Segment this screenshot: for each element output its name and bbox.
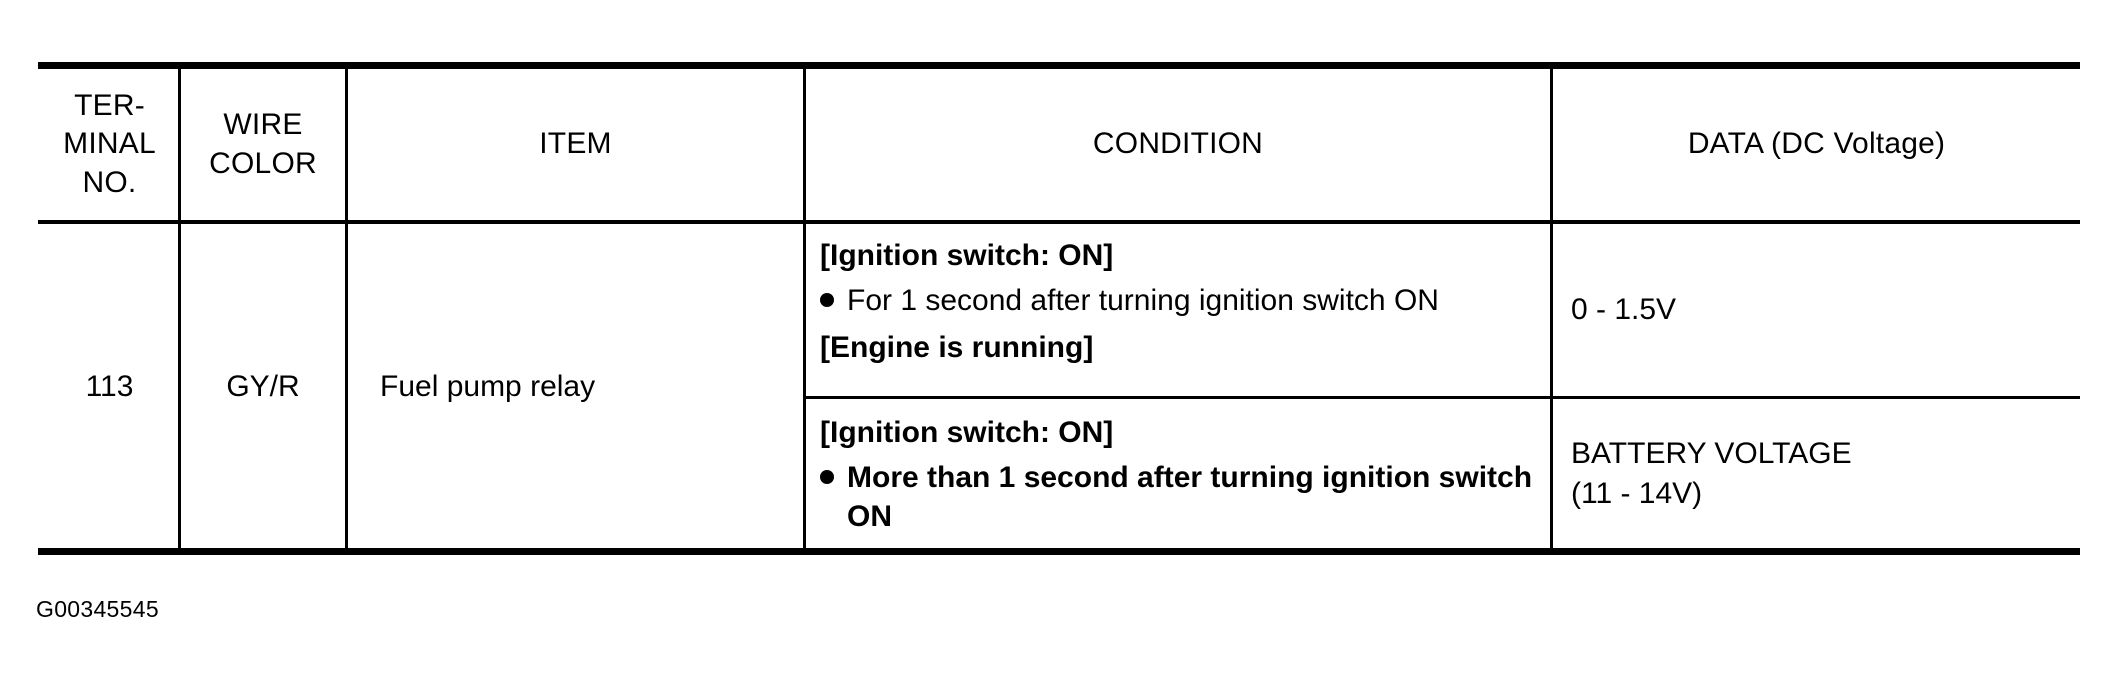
cell-terminal-no: 113	[41, 224, 178, 548]
column-divider-item-condition	[803, 69, 806, 548]
condition-bullet-2: More than 1 second after turning ignitio…	[820, 459, 1540, 536]
column-header-terminal-no-label: TER- MINAL NO.	[63, 88, 156, 199]
item-value: Fuel pump relay	[380, 369, 596, 403]
condition-bullet-1-text: For 1 second after turning ignition swit…	[847, 284, 1439, 318]
cell-condition-entry-2: [Ignition switch: ON] More than 1 second…	[806, 399, 1550, 548]
table-top-rule	[38, 62, 2080, 69]
data-value-1: 0 - 1.5V	[1571, 293, 1677, 327]
column-divider-condition-data	[1550, 69, 1553, 548]
terminal-no-value: 113	[85, 369, 134, 403]
condition-header-engine-running: [Engine is running]	[820, 330, 1094, 364]
cell-wire-color: GY/R	[181, 224, 345, 548]
cell-condition-entry-1: [Ignition switch: ON] For 1 second after…	[806, 224, 1550, 396]
bullet-dot-icon	[820, 470, 834, 485]
condition-subrow-separator	[803, 396, 2080, 399]
condition-header-ignition-on-2: [Ignition switch: ON]	[820, 416, 1114, 449]
table-header-separator	[38, 220, 2080, 224]
table-bottom-rule	[38, 548, 2080, 555]
column-header-condition-label: CONDITION	[1092, 127, 1264, 161]
condition-header-ignition-on-1: [Ignition switch: ON]	[820, 239, 1114, 272]
cell-data-entry-1: 0 - 1.5V	[1553, 224, 2080, 396]
column-header-wire-color: WIRE COLOR	[181, 69, 345, 220]
bullet-dot-icon	[820, 293, 834, 308]
column-divider-terminal-wire	[178, 69, 181, 548]
condition-bullet-2-text: More than 1 second after turning ignitio…	[847, 461, 1533, 533]
figure-reference-code: G00345545	[36, 596, 159, 622]
column-header-item: ITEM	[348, 69, 803, 220]
column-header-terminal-no: TER- MINAL NO.	[41, 69, 178, 220]
column-header-item-label: ITEM	[539, 127, 612, 161]
column-divider-wire-item	[345, 69, 348, 548]
column-header-wire-color-label: WIRE COLOR	[209, 108, 317, 180]
column-header-condition: CONDITION	[806, 69, 1550, 220]
wire-color-value: GY/R	[226, 369, 300, 403]
column-header-data-label: DATA (DC Voltage)	[1687, 127, 1946, 161]
cell-data-entry-2: BATTERY VOLTAGE (11 - 14V)	[1553, 399, 2080, 548]
data-value-2: BATTERY VOLTAGE (11 - 14V)	[1571, 436, 1852, 510]
condition-bullet-1: For 1 second after turning ignition swit…	[820, 282, 1540, 320]
column-header-data: DATA (DC Voltage)	[1553, 69, 2080, 220]
cell-item: Fuel pump relay	[348, 224, 803, 548]
